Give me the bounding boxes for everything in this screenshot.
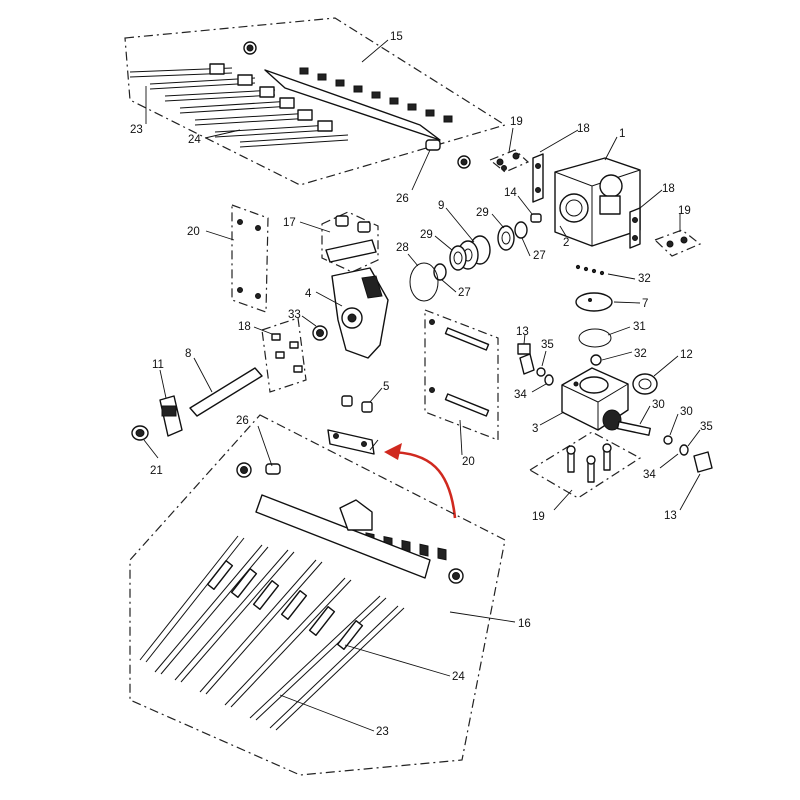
callout-13-left: 13 [516,326,529,338]
bottom-push-rods [139,535,405,731]
callout-30-left: 30 [652,399,665,411]
callout-29-upper: 29 [476,207,489,219]
callout-31: 31 [633,321,646,333]
group-20-right-boundary [424,309,499,441]
group-19-upper-boundary [488,149,530,173]
callout-18-mid: 18 [238,321,251,333]
callout-34-left: 34 [514,389,527,401]
highlight-arrow-head [384,443,402,460]
callout-29-lower: 29 [420,229,433,241]
callout-18-right: 18 [662,183,675,195]
group-20-left-boundary [231,204,269,313]
callout-19-upper: 19 [510,116,523,128]
top-chain-links [243,41,471,169]
group-17-boundary [321,211,379,273]
callout-18-upper: 18 [577,123,590,135]
callout-24-bottom: 24 [452,671,465,683]
callout-1: 1 [619,128,625,140]
group-19-lower: 19 [528,431,642,523]
motor-gearbox-assembly: 1 2 18 19 18 19 [488,116,702,257]
group-20-right-plate: 20 [424,309,499,468]
top-push-rods [129,63,349,148]
bottom-chain-plates [236,462,464,584]
highlight-arrow [387,450,457,519]
callout-28: 28 [396,242,409,254]
callout-35-left: 35 [541,339,554,351]
callout-9: 9 [438,200,444,212]
callout-23-bottom: 23 [376,726,389,738]
callout-8: 8 [185,348,191,360]
callout-3: 3 [532,423,538,435]
callout-21: 21 [150,465,163,477]
callout-26-top: 26 [396,193,409,205]
callout-14: 14 [504,187,517,199]
group-16-bottom-chain-assembly: 16 24 23 26 [129,414,531,776]
callout-13-right: 13 [664,510,677,522]
callout-24-top: 24 [188,134,201,146]
callout-34-right: 34 [643,469,656,481]
callout-19-right: 19 [678,205,691,217]
shaft-rings-group: 9 29 27 14 29 27 28 [396,187,546,302]
group-19-lower-boundary [528,431,642,499]
callout-32-upper: 32 [638,273,651,285]
callout-20-right: 20 [462,456,475,468]
group-15-boundary [124,17,507,186]
callout-17: 17 [283,217,296,229]
shaft-and-link-group: 8 11 21 [131,348,263,477]
connecting-link-group: 5 [327,381,457,519]
group-19-right-boundary [653,229,702,257]
callout-11: 11 [152,359,164,371]
cover-plate-group: 32 7 31 32 [575,264,651,366]
callout-16: 16 [518,618,531,630]
callout-5: 5 [383,381,389,393]
lower-gearbox-group: 3 12 13 35 34 30 30 35 34 13 [514,326,713,522]
callout-20-left: 20 [187,226,200,238]
callout-15: 15 [390,31,403,43]
arm-assembly: 17 4 33 [283,211,389,359]
callout-27-upper: 27 [533,250,546,262]
callout-4: 4 [305,288,312,300]
callout-23-top: 23 [130,124,143,136]
callout-30-right: 30 [680,406,693,418]
callout-32-lower: 32 [634,348,647,360]
group-18-mid-boundary [261,317,307,393]
callout-26-bottom: 26 [236,415,249,427]
callout-12: 12 [680,349,693,361]
group-18-mid-bolts: 18 [238,317,307,393]
callout-19-lower: 19 [532,511,545,523]
callout-33: 33 [288,309,301,321]
group-20-left-plate: 20 [187,204,269,313]
callout-2: 2 [563,237,569,249]
callout-35-right: 35 [700,421,713,433]
callout-7: 7 [642,298,648,310]
group-16-boundary [129,414,506,776]
group-15-top-chain-assembly: 15 23 24 26 [124,17,507,205]
callout-27-lower: 27 [458,287,471,299]
